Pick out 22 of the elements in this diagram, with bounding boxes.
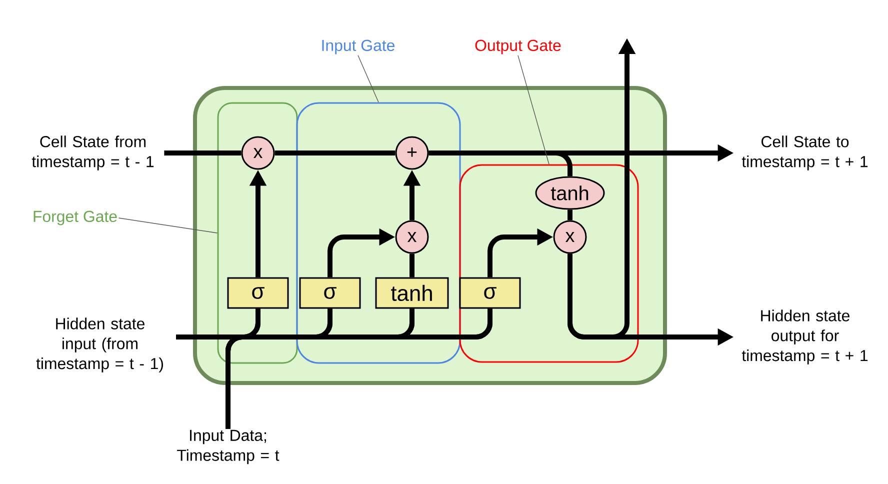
activation-box: σ — [227, 277, 289, 309]
connector-line — [226, 308, 492, 429]
activation-box: σ — [299, 277, 361, 309]
state-label: Cell State from timestamp = t - 1 — [32, 136, 154, 170]
leader-line — [358, 55, 379, 103]
gate-label: Output Gate — [475, 40, 561, 54]
connector-line — [568, 210, 572, 220]
gate-label: Forget Gate — [34, 210, 117, 226]
leader-line — [118, 218, 218, 234]
activation-box: σ — [459, 277, 521, 309]
connector-line — [410, 254, 414, 278]
state-label: Hidden state input (from timestamp = t - 1) — [36, 318, 163, 372]
state-label: Cell State to timestamp = t + 1 — [742, 136, 868, 170]
leader-line — [518, 55, 550, 165]
connector-line — [164, 150, 242, 156]
connector-line — [274, 150, 396, 156]
activation-box: tanh — [375, 277, 449, 309]
gate-label: Input Gate — [322, 40, 394, 54]
state-label: Hidden state output for timestamp = t + 1 — [742, 310, 868, 364]
gate-region — [459, 164, 639, 363]
connector-line — [428, 150, 572, 176]
input-label: Input Data; Timestamp = t — [177, 430, 280, 464]
